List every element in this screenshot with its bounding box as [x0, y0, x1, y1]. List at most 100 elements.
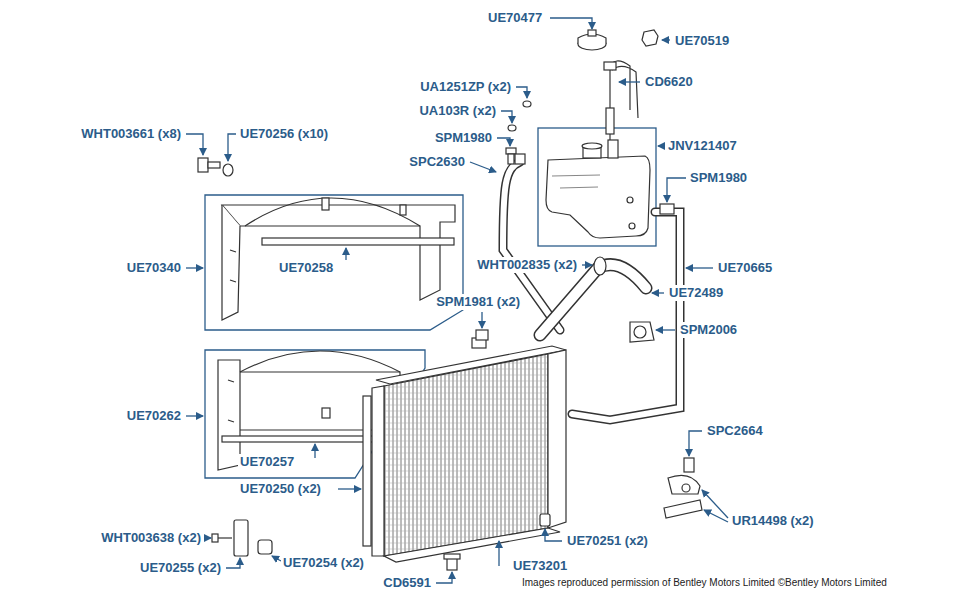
illustration-part	[658, 145, 664, 146]
illustration-part	[660, 204, 674, 214]
illustration-part	[634, 326, 646, 338]
illustration-part	[702, 490, 728, 518]
illustration-part	[629, 223, 635, 229]
illustration-part	[258, 540, 272, 554]
illustration-part	[642, 30, 658, 46]
illustration-part	[662, 39, 670, 40]
illustration-part	[523, 101, 531, 107]
illustration-part	[322, 198, 329, 210]
illustration-part	[314, 444, 315, 458]
illustration-part	[501, 111, 512, 123]
illustration-part	[506, 148, 516, 154]
part-number: WHT003661 (x8)	[79, 126, 183, 142]
part-number: SPM2006	[678, 322, 739, 338]
illustration-part	[345, 248, 346, 260]
illustration-part	[384, 354, 548, 556]
illustration-part	[608, 140, 618, 158]
illustration-part	[582, 264, 592, 265]
illustration-part	[228, 380, 234, 422]
illustration-part	[470, 162, 496, 172]
part-number: UE70254 (x2)	[281, 555, 366, 571]
illustration-part	[186, 415, 203, 416]
credit-note: Images reproduced permission of Bentley …	[520, 577, 889, 589]
illustration-part	[444, 554, 460, 559]
illustration-part	[228, 134, 236, 161]
illustration-part	[476, 330, 488, 340]
illustration-part	[234, 520, 248, 556]
part-number: UE70665	[716, 260, 774, 276]
illustration-part	[550, 18, 592, 29]
part-number: UE70257	[238, 454, 296, 470]
upper-cowl	[222, 198, 455, 320]
illustration-part	[656, 329, 675, 330]
illustration-part	[447, 558, 457, 570]
illustration-part	[186, 134, 203, 155]
part-number: UE70262	[125, 408, 183, 424]
illustration-part	[262, 238, 454, 245]
part-number: WHT003638 (x2)	[99, 530, 203, 546]
illustration-part	[230, 250, 236, 282]
illustration-part	[226, 558, 240, 568]
illustration-part	[682, 484, 690, 492]
illustration-part	[212, 534, 218, 542]
illustration-part	[198, 158, 208, 172]
illustration-part	[686, 267, 713, 268]
part-number: WHT002835 (x2)	[475, 257, 579, 273]
illustration-part	[205, 195, 463, 330]
part-number: CD6620	[643, 74, 695, 90]
part-number: UE70250 (x2)	[238, 481, 323, 497]
illustration-part	[508, 125, 516, 131]
part-number: SPM1980	[688, 170, 749, 186]
part-number: SPC2664	[705, 423, 765, 439]
illustration-part	[497, 138, 510, 146]
illustration-part	[515, 154, 525, 164]
illustration-part	[630, 322, 654, 342]
part-number: UE70519	[673, 33, 731, 49]
part-number: UR14498 (x2)	[730, 513, 816, 529]
illustration-part	[206, 537, 211, 538]
illustration-part	[704, 510, 728, 522]
part-number: UE73201	[511, 558, 569, 574]
illustration-part	[572, 212, 680, 420]
part-number: UE70258	[277, 260, 335, 276]
illustration-part	[627, 197, 633, 203]
illustration-part	[684, 458, 694, 472]
illustration-part	[546, 156, 650, 238]
illustration-part	[245, 198, 420, 226]
illustration-part	[218, 360, 240, 470]
illustration-part	[436, 572, 452, 583]
illustration-part	[240, 351, 400, 372]
illustration-part	[604, 62, 616, 70]
radiator	[363, 338, 566, 570]
illustration-part	[208, 162, 220, 168]
illustration-part	[588, 30, 596, 36]
illustration-part	[508, 154, 514, 164]
illustration-part	[322, 408, 330, 418]
illustration-part	[516, 87, 527, 98]
part-number: SPC2630	[407, 154, 467, 170]
illustration-part	[594, 257, 606, 275]
illustration-part	[400, 205, 406, 215]
illustration-part	[652, 292, 664, 293]
illustration-part	[572, 212, 680, 420]
part-number: UE72489	[667, 285, 725, 301]
illustration-part	[545, 529, 562, 541]
illustration-part	[223, 164, 233, 176]
leader-arrows	[186, 18, 728, 583]
illustration-part	[606, 108, 614, 134]
part-number: UE70255 (x2)	[138, 560, 223, 576]
part-number: UA103R (x2)	[417, 103, 498, 119]
illustration-part	[222, 205, 240, 320]
illustration-part	[272, 556, 281, 561]
illustration-part	[498, 541, 499, 566]
illustration-part	[540, 514, 550, 526]
part-number: UE70256 (x10)	[238, 126, 330, 142]
illustration-part	[668, 475, 700, 494]
illustration-part	[689, 431, 702, 456]
illustration-part	[664, 500, 702, 518]
illustration-part	[481, 312, 482, 328]
expansion-tank	[546, 140, 650, 238]
part-number: UE70251 (x2)	[565, 533, 650, 549]
illustration-part	[538, 128, 656, 246]
illustration-part	[582, 143, 602, 149]
